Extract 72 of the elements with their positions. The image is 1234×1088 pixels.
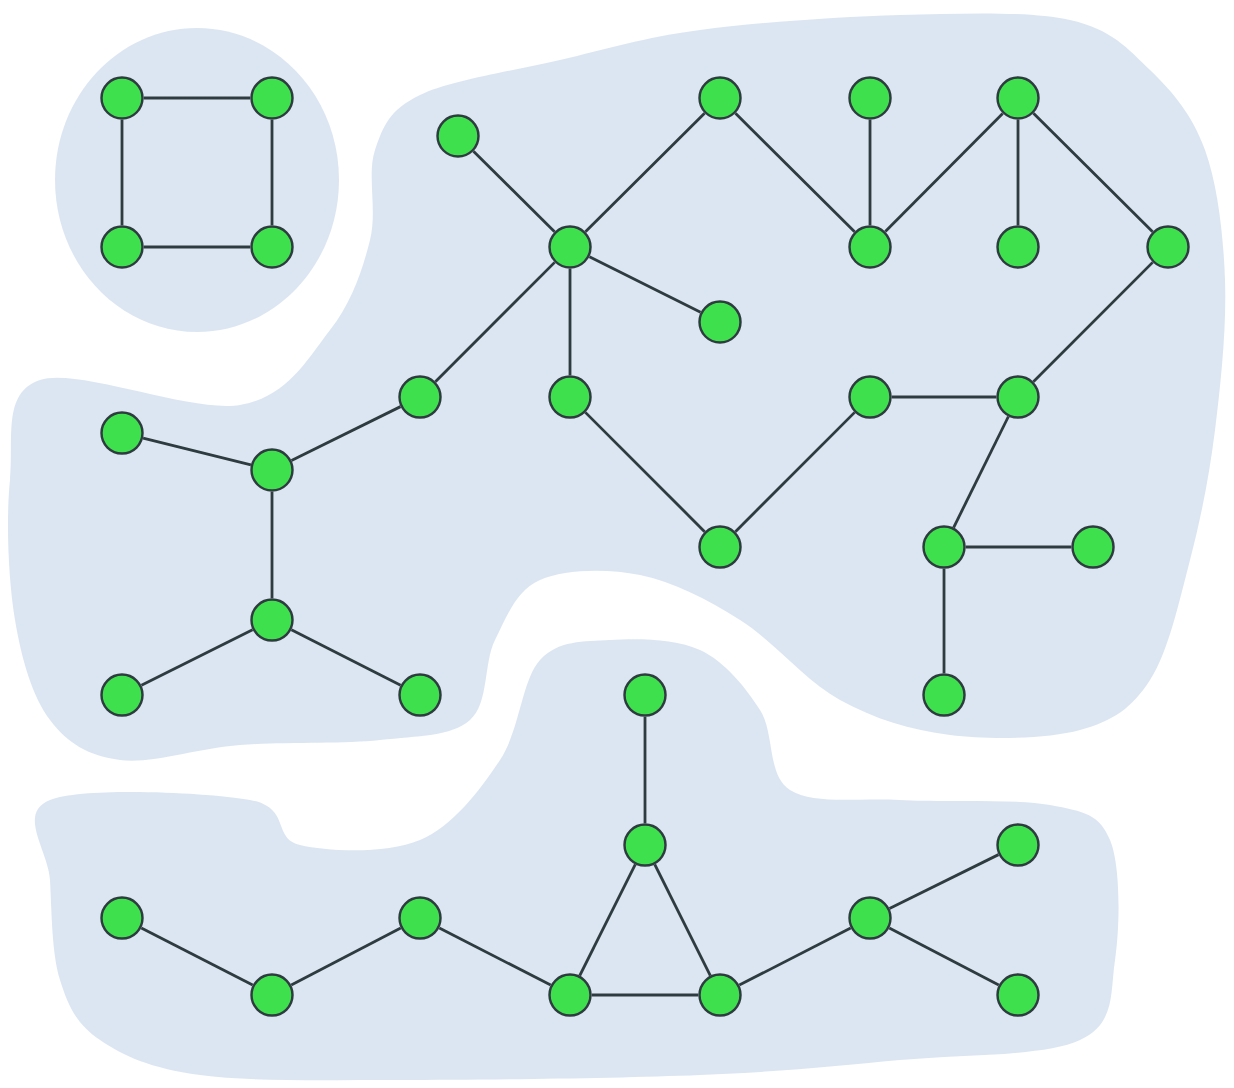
vertex-circle	[100, 225, 144, 269]
vertex-circle	[398, 375, 442, 419]
edge-line	[578, 863, 637, 977]
edge-line	[270, 491, 274, 599]
vertex-circle	[698, 973, 742, 1017]
vertex-circle	[250, 973, 294, 1017]
edge-line	[734, 112, 856, 233]
edge-line	[965, 545, 1072, 549]
vertex-circle	[100, 411, 144, 455]
vertex-circle	[848, 896, 892, 940]
edge-line	[472, 150, 556, 233]
vertex-circle	[1071, 525, 1115, 569]
vertex-circle	[1146, 225, 1190, 269]
edge-line	[888, 853, 1000, 910]
edge-line	[734, 411, 856, 533]
vertex-circle	[398, 896, 442, 940]
vertex-circle	[698, 525, 742, 569]
edge-line	[568, 268, 572, 376]
vertex-circle	[996, 823, 1040, 867]
edge-line	[584, 112, 706, 233]
vertex-circle	[848, 225, 892, 269]
edge-line	[120, 119, 124, 226]
vertex-circle	[548, 375, 592, 419]
vertex-circle	[848, 375, 892, 419]
edge-line	[143, 96, 251, 100]
vertex-circle	[548, 973, 592, 1017]
vertex-circle	[922, 673, 966, 717]
vertex-circle	[996, 375, 1040, 419]
edge-line	[738, 926, 852, 987]
vertex-circle	[623, 673, 667, 717]
vertex-circle	[996, 225, 1040, 269]
edge-line	[290, 926, 402, 987]
edge-line	[891, 395, 997, 399]
vertex-circle	[436, 114, 480, 158]
edge-line	[653, 863, 712, 977]
edge-line	[1016, 119, 1020, 226]
edge-line	[438, 926, 552, 987]
vertex-circle	[698, 76, 742, 120]
edge-line	[270, 119, 274, 226]
vertex-circle	[996, 973, 1040, 1017]
edge-line	[591, 993, 699, 997]
edge-line	[588, 255, 702, 314]
vertex-circle	[548, 225, 592, 269]
vertex-circle	[100, 673, 144, 717]
vertex-circle	[250, 448, 294, 492]
edge-line	[884, 112, 1004, 233]
edge-line	[952, 415, 1010, 529]
edge-line	[143, 245, 251, 249]
vertex-circle	[250, 76, 294, 120]
vertex-circle	[698, 300, 742, 344]
vertex-circle	[623, 823, 667, 867]
edge-line	[290, 628, 402, 687]
vertex-circle	[398, 673, 442, 717]
edge-line	[1032, 261, 1154, 383]
edge-line	[140, 926, 254, 987]
edge-line	[942, 568, 946, 674]
vertex-circle	[250, 598, 294, 642]
edge-line	[290, 405, 402, 462]
edge-line	[140, 628, 254, 687]
edge-line	[1032, 112, 1154, 233]
vertex-circle	[848, 76, 892, 120]
vertex-circle	[922, 525, 966, 569]
vertex-circle	[250, 225, 294, 269]
edge-line	[888, 926, 1000, 987]
edge-line	[868, 119, 872, 226]
edge-line	[643, 716, 647, 824]
vertex-circle	[996, 76, 1040, 120]
edge-line	[434, 261, 556, 383]
edge-line	[584, 411, 706, 533]
vertex-circle	[100, 76, 144, 120]
vertex-circle	[100, 896, 144, 940]
edge-line	[142, 436, 252, 467]
